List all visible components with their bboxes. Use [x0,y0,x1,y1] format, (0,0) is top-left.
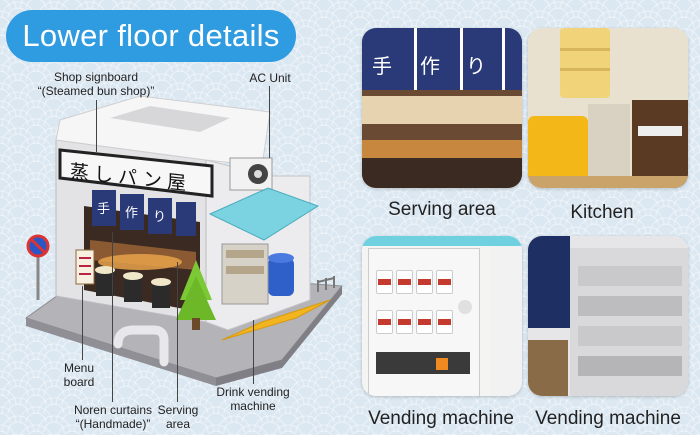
callout-menu-board-line1: Menu [63,361,95,375]
noren-leader [112,232,113,402]
white-pipe [113,325,169,367]
callout-noren-curtains: Noren curtains “(Handmade)” [58,403,168,431]
callout-vending-line1: Drink vending [216,385,290,399]
drink-can [436,310,453,334]
callout-noren-line2: “(Handmade)” [75,417,151,431]
callout-vending-line2: machine [230,399,276,413]
callout-serving-line2: area [165,417,191,431]
callout-noren-line1: Noren curtains [73,403,153,417]
fence [317,276,335,292]
drink-can [396,270,413,294]
green-bush [176,260,216,330]
photo-kitchen [528,28,688,188]
stools [95,266,171,308]
menu-board-leader [82,286,83,360]
caption-serving-area: Serving area [388,199,496,220]
callout-drink-vending: Drink vending machine [208,385,298,413]
caption-vending-machine-2: Vending machine [535,408,681,429]
serving-noren-char-2: 作 [420,54,440,78]
callout-shop-signboard-line2: “(Steamed bun shop)” [37,84,155,98]
signboard-leader [96,100,97,152]
serving-noren-char-3: り [466,54,486,78]
callout-serving-line1: Serving [157,403,199,417]
drink-can [416,270,433,294]
vending-leader [253,320,254,384]
callout-menu-board: Menu board [54,361,104,389]
drink-can [436,270,453,294]
noren-curtains [92,190,196,236]
serving-leader [177,262,178,402]
section-title-text: Lower floor details [22,18,280,53]
noren-char-1: 手 [97,202,111,217]
caption-vending-machine-1: Vending machine [368,408,514,429]
photo-serving-area: 手 作 り [362,28,522,188]
drink-can [396,310,413,334]
drink-can [376,310,393,334]
noren-char-2: 作 [125,206,139,221]
drink-can [376,270,393,294]
callout-shop-signboard-line1: Shop signboard [53,70,139,84]
callout-menu-board-line2: board [63,375,95,389]
callout-shop-signboard: Shop signboard “(Steamed bun shop)” [18,70,174,98]
callout-serving-area: Serving area [150,403,206,431]
serving-noren-char-1: 手 [372,54,392,78]
glass-awning [208,187,320,241]
shop-model-illustration [24,95,343,386]
callout-ac-unit: AC Unit [240,71,300,85]
no-parking-sign [26,234,50,300]
section-title: Lower floor details [6,10,296,62]
caption-kitchen: Kitchen [570,202,634,223]
shop-signboard [58,148,214,198]
drink-can [416,310,433,334]
callout-ac-unit-text: AC Unit [249,71,291,85]
drink-vending-machine [268,258,294,296]
photo-vending-machine-front [362,236,522,396]
ac-unit-leader [269,86,270,158]
noren-char-3: り [153,210,167,225]
photo-vending-machine-side [528,236,688,396]
yellow-floor-tiles [221,299,331,341]
